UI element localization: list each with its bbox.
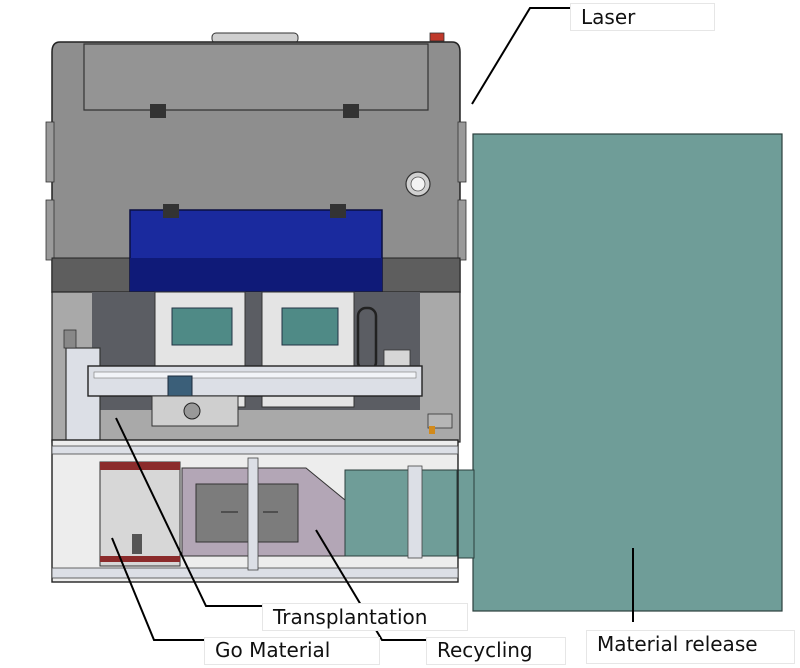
label-go-material: Go Material — [204, 637, 380, 665]
leader-go-material — [111, 537, 204, 641]
label-transplantation: Transplantation — [262, 603, 468, 631]
material-frame — [51, 439, 459, 583]
label-laser: Laser — [570, 3, 715, 31]
label-recycling: Recycling — [426, 637, 566, 665]
laser-housing — [45, 32, 467, 293]
leader-laser — [471, 7, 570, 105]
label-material-release: Material release — [586, 630, 795, 664]
leader-lines — [111, 7, 634, 641]
leader-transplantation — [115, 417, 262, 607]
leader-recycling — [315, 529, 426, 641]
material-release-table — [455, 133, 783, 612]
